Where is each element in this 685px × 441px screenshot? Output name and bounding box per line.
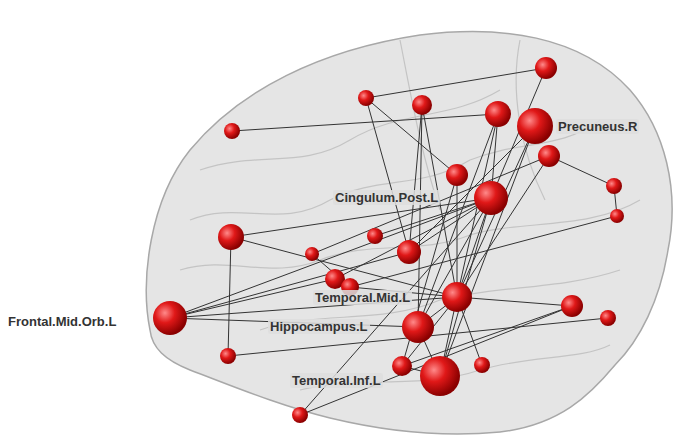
- region-sphere: [538, 145, 560, 167]
- connection-line: [402, 306, 572, 366]
- region-label: Hippocampus.L: [268, 319, 370, 334]
- connection-line: [366, 98, 457, 175]
- connection-line: [350, 216, 617, 287]
- region-sphere: [517, 108, 553, 144]
- connection-line: [366, 98, 409, 252]
- region-sphere: [402, 311, 434, 343]
- region-sphere: [392, 356, 412, 376]
- region-label: Frontal.Mid.Orb.L: [6, 314, 118, 329]
- region-sphere: [292, 407, 308, 423]
- region-sphere: [446, 164, 468, 186]
- connection-line: [170, 198, 491, 318]
- connection-line: [170, 252, 409, 318]
- region-sphere: [420, 356, 460, 396]
- connection-lines: [170, 68, 617, 415]
- region-label: Temporal.Mid.L: [313, 290, 412, 305]
- region-sphere: [224, 123, 240, 139]
- connection-line: [457, 297, 572, 306]
- connection-line: [440, 126, 535, 376]
- connection-line: [440, 198, 491, 376]
- connection-line: [409, 126, 535, 252]
- region-sphere: [442, 282, 472, 312]
- region-sphere: [610, 209, 624, 223]
- region-sphere: [305, 247, 319, 261]
- region-sphere: [218, 224, 244, 250]
- region-sphere: [367, 228, 383, 244]
- connection-line: [312, 156, 549, 254]
- region-sphere: [561, 295, 583, 317]
- region-sphere: [600, 310, 616, 326]
- region-label: Temporal.Inf.L: [290, 373, 383, 388]
- connection-line: [366, 68, 546, 98]
- region-sphere: [535, 57, 557, 79]
- region-sphere: [474, 181, 508, 215]
- region-label: Cingulum.Post.L: [333, 190, 440, 205]
- brain-outline: [146, 32, 672, 434]
- region-label: Precuneus.R: [556, 119, 639, 134]
- connection-line: [418, 105, 422, 327]
- region-sphere: [412, 95, 432, 115]
- region-sphere: [474, 357, 490, 373]
- connection-line: [457, 126, 535, 297]
- connection-line: [231, 237, 457, 297]
- region-sphere: [606, 178, 622, 194]
- connection-line: [457, 156, 549, 297]
- region-spheres: [153, 57, 624, 423]
- gyri: [180, 40, 640, 390]
- region-sphere: [485, 101, 511, 127]
- connection-line: [170, 279, 335, 318]
- region-sphere: [153, 301, 187, 335]
- region-sphere: [397, 240, 421, 264]
- region-sphere: [358, 90, 374, 106]
- connection-line: [232, 114, 498, 131]
- region-sphere: [220, 348, 236, 364]
